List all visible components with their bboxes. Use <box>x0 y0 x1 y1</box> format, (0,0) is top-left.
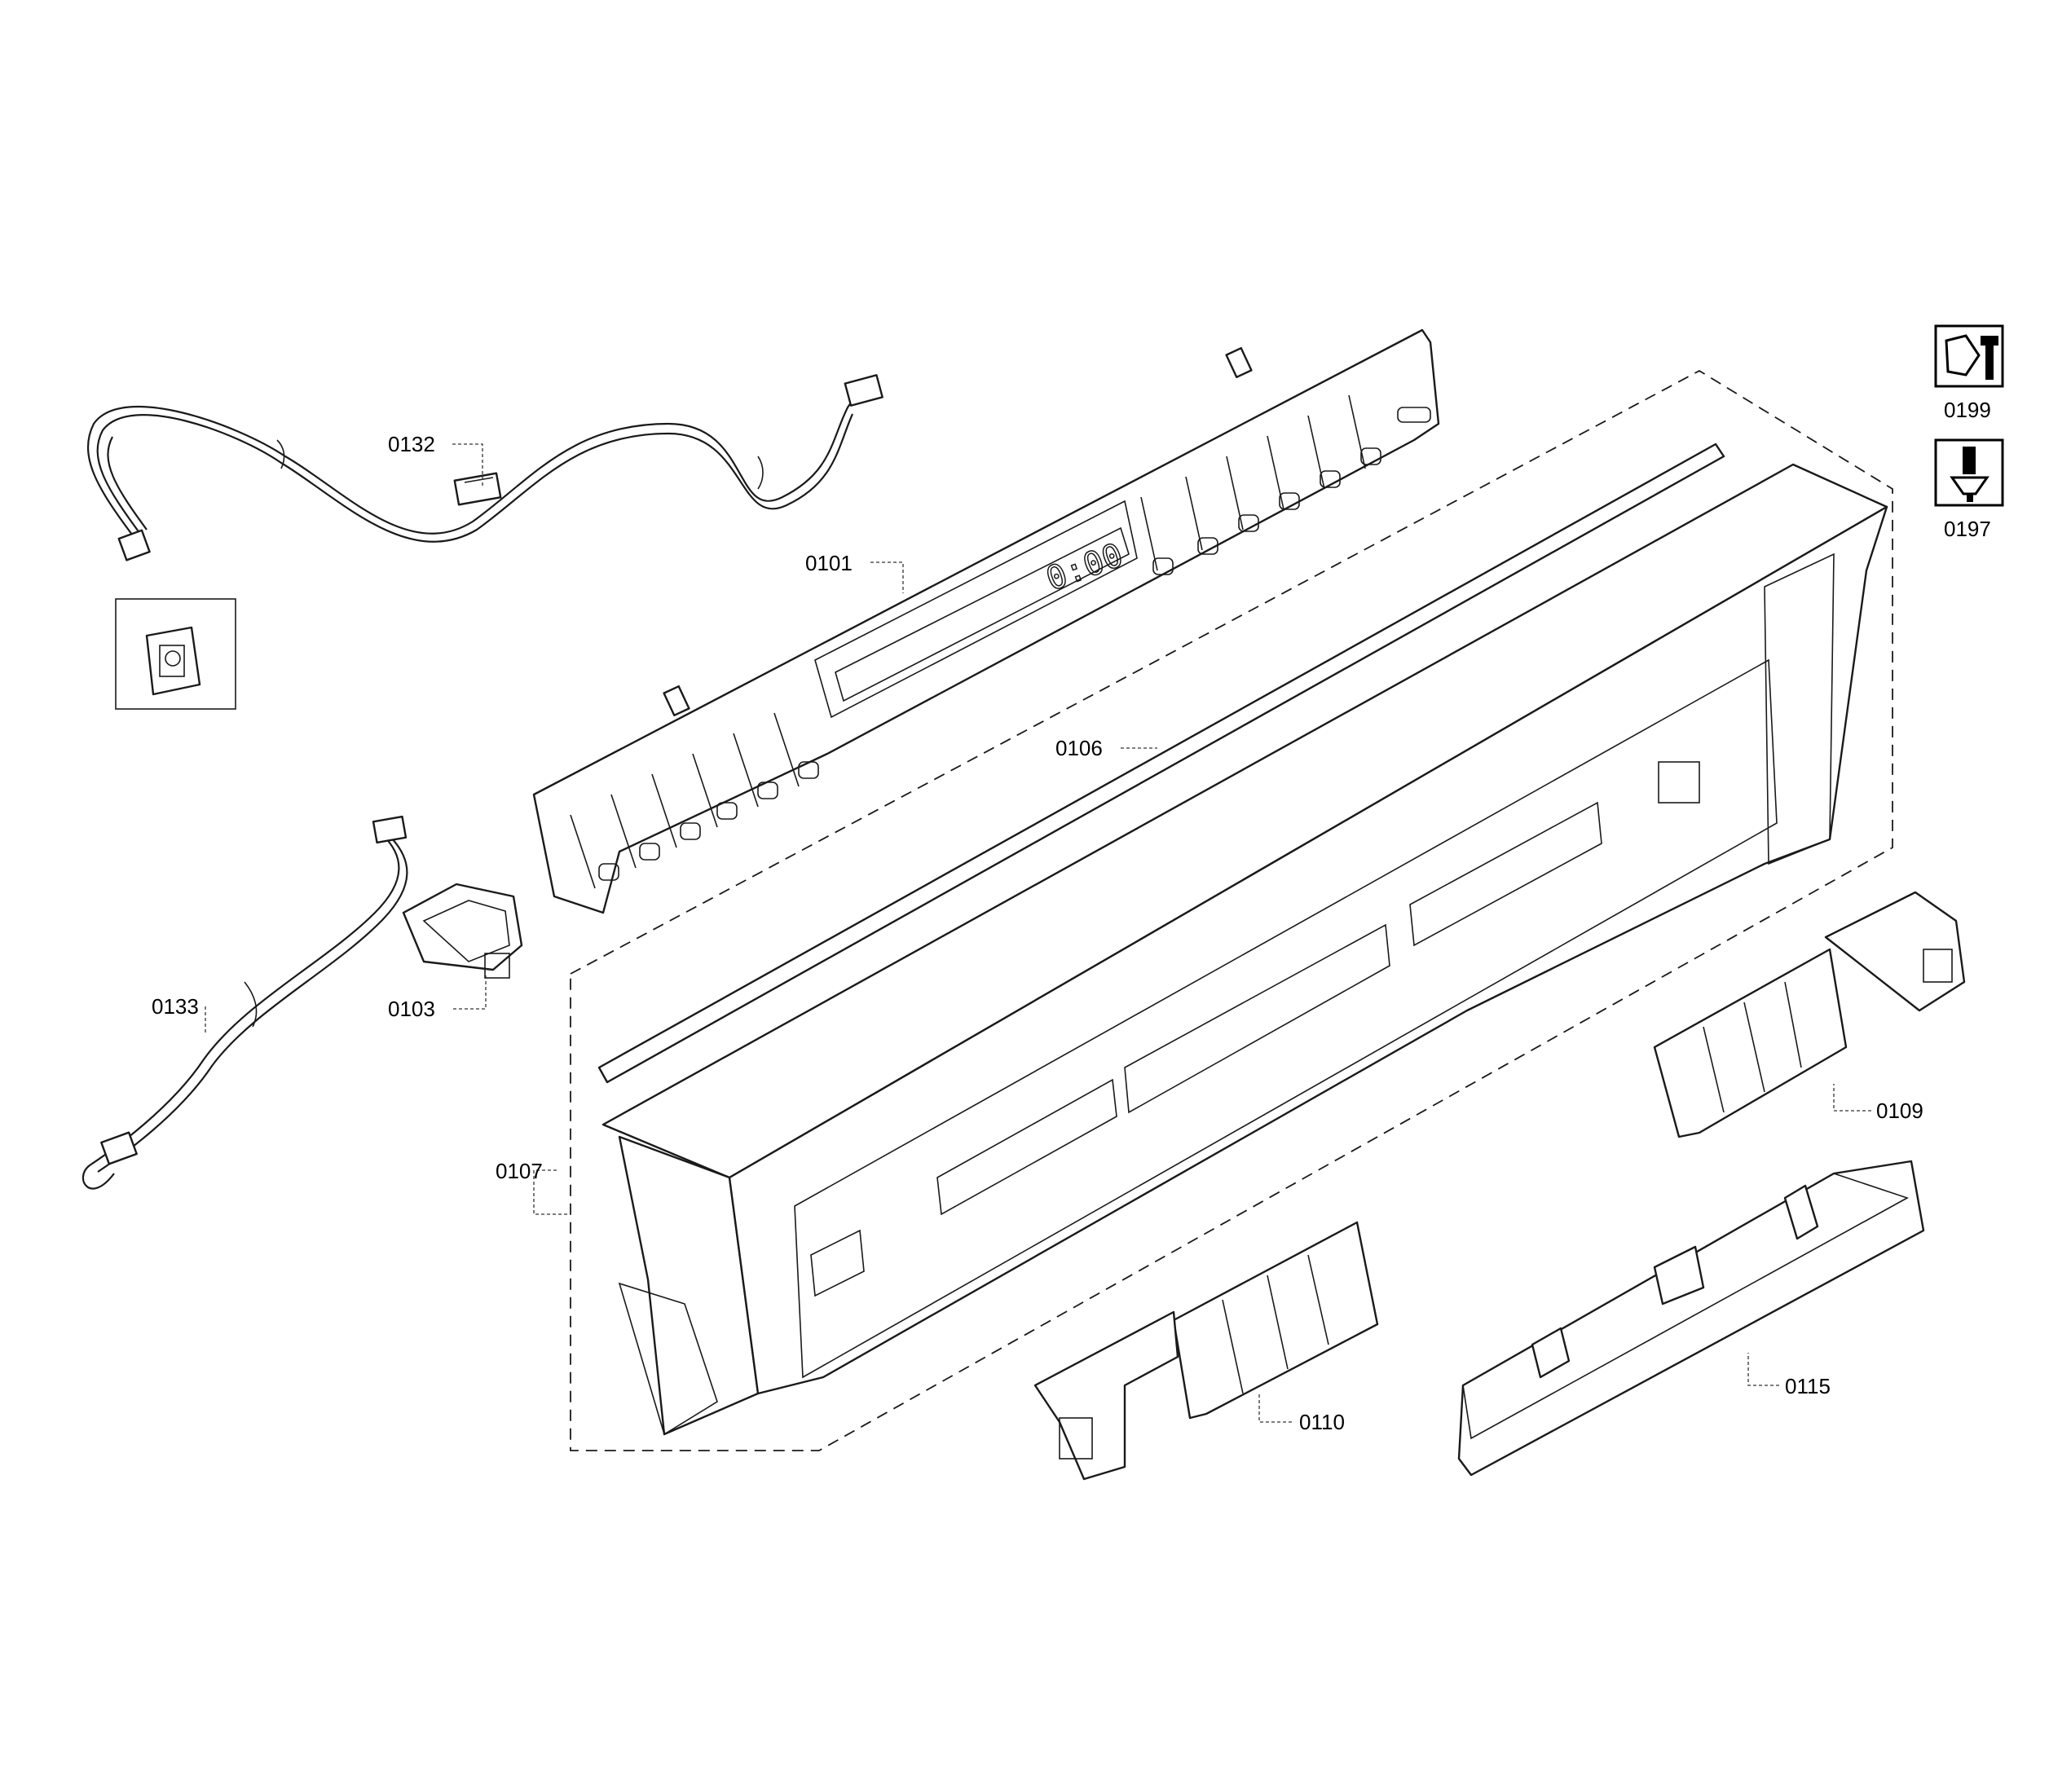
button-caps-0110 <box>1033 1221 1379 1481</box>
legend-0199: 0199 <box>1934 324 2004 422</box>
label-0101: 0101 <box>805 551 853 575</box>
front-panel-0107 <box>601 463 1888 1436</box>
label-0107: 0107 <box>496 1159 543 1183</box>
legend-0197: 0197 <box>1934 438 2004 541</box>
screw-driver-icon <box>1934 438 2004 507</box>
label-0103: 0103 <box>388 997 435 1021</box>
label-0110: 0110 <box>1299 1410 1345 1434</box>
assembly-outline <box>570 369 1893 1451</box>
label-0115: 0115 <box>1785 1374 1831 1398</box>
button-slots-left <box>570 712 819 889</box>
label-0133: 0133 <box>152 994 199 1019</box>
legend-label-0199: 0199 <box>1944 398 1991 422</box>
connector-0103 <box>402 883 523 979</box>
legend-label-0197: 0197 <box>1944 517 1991 541</box>
button-slots-right <box>1140 394 1431 575</box>
seal-strip-0106 <box>597 442 1725 1084</box>
label-0106: 0106 <box>1055 736 1103 760</box>
leader-lines <box>205 443 1871 1423</box>
label-0132: 0132 <box>388 432 435 456</box>
button-caps-0109 <box>1653 891 1966 1138</box>
callout-labels: 0132 0101 0106 0133 0103 0107 0109 0110 … <box>152 432 1923 1434</box>
wrench-nut-icon <box>1934 324 2004 388</box>
wire-harness-0132 <box>86 374 883 561</box>
connector-detail-box <box>115 598 236 710</box>
wire-harness-0133 <box>82 815 408 1190</box>
cover-0115 <box>1457 1160 1925 1477</box>
label-0109: 0109 <box>1876 1099 1923 1123</box>
control-frame-0101: 0:00 <box>532 328 1440 914</box>
